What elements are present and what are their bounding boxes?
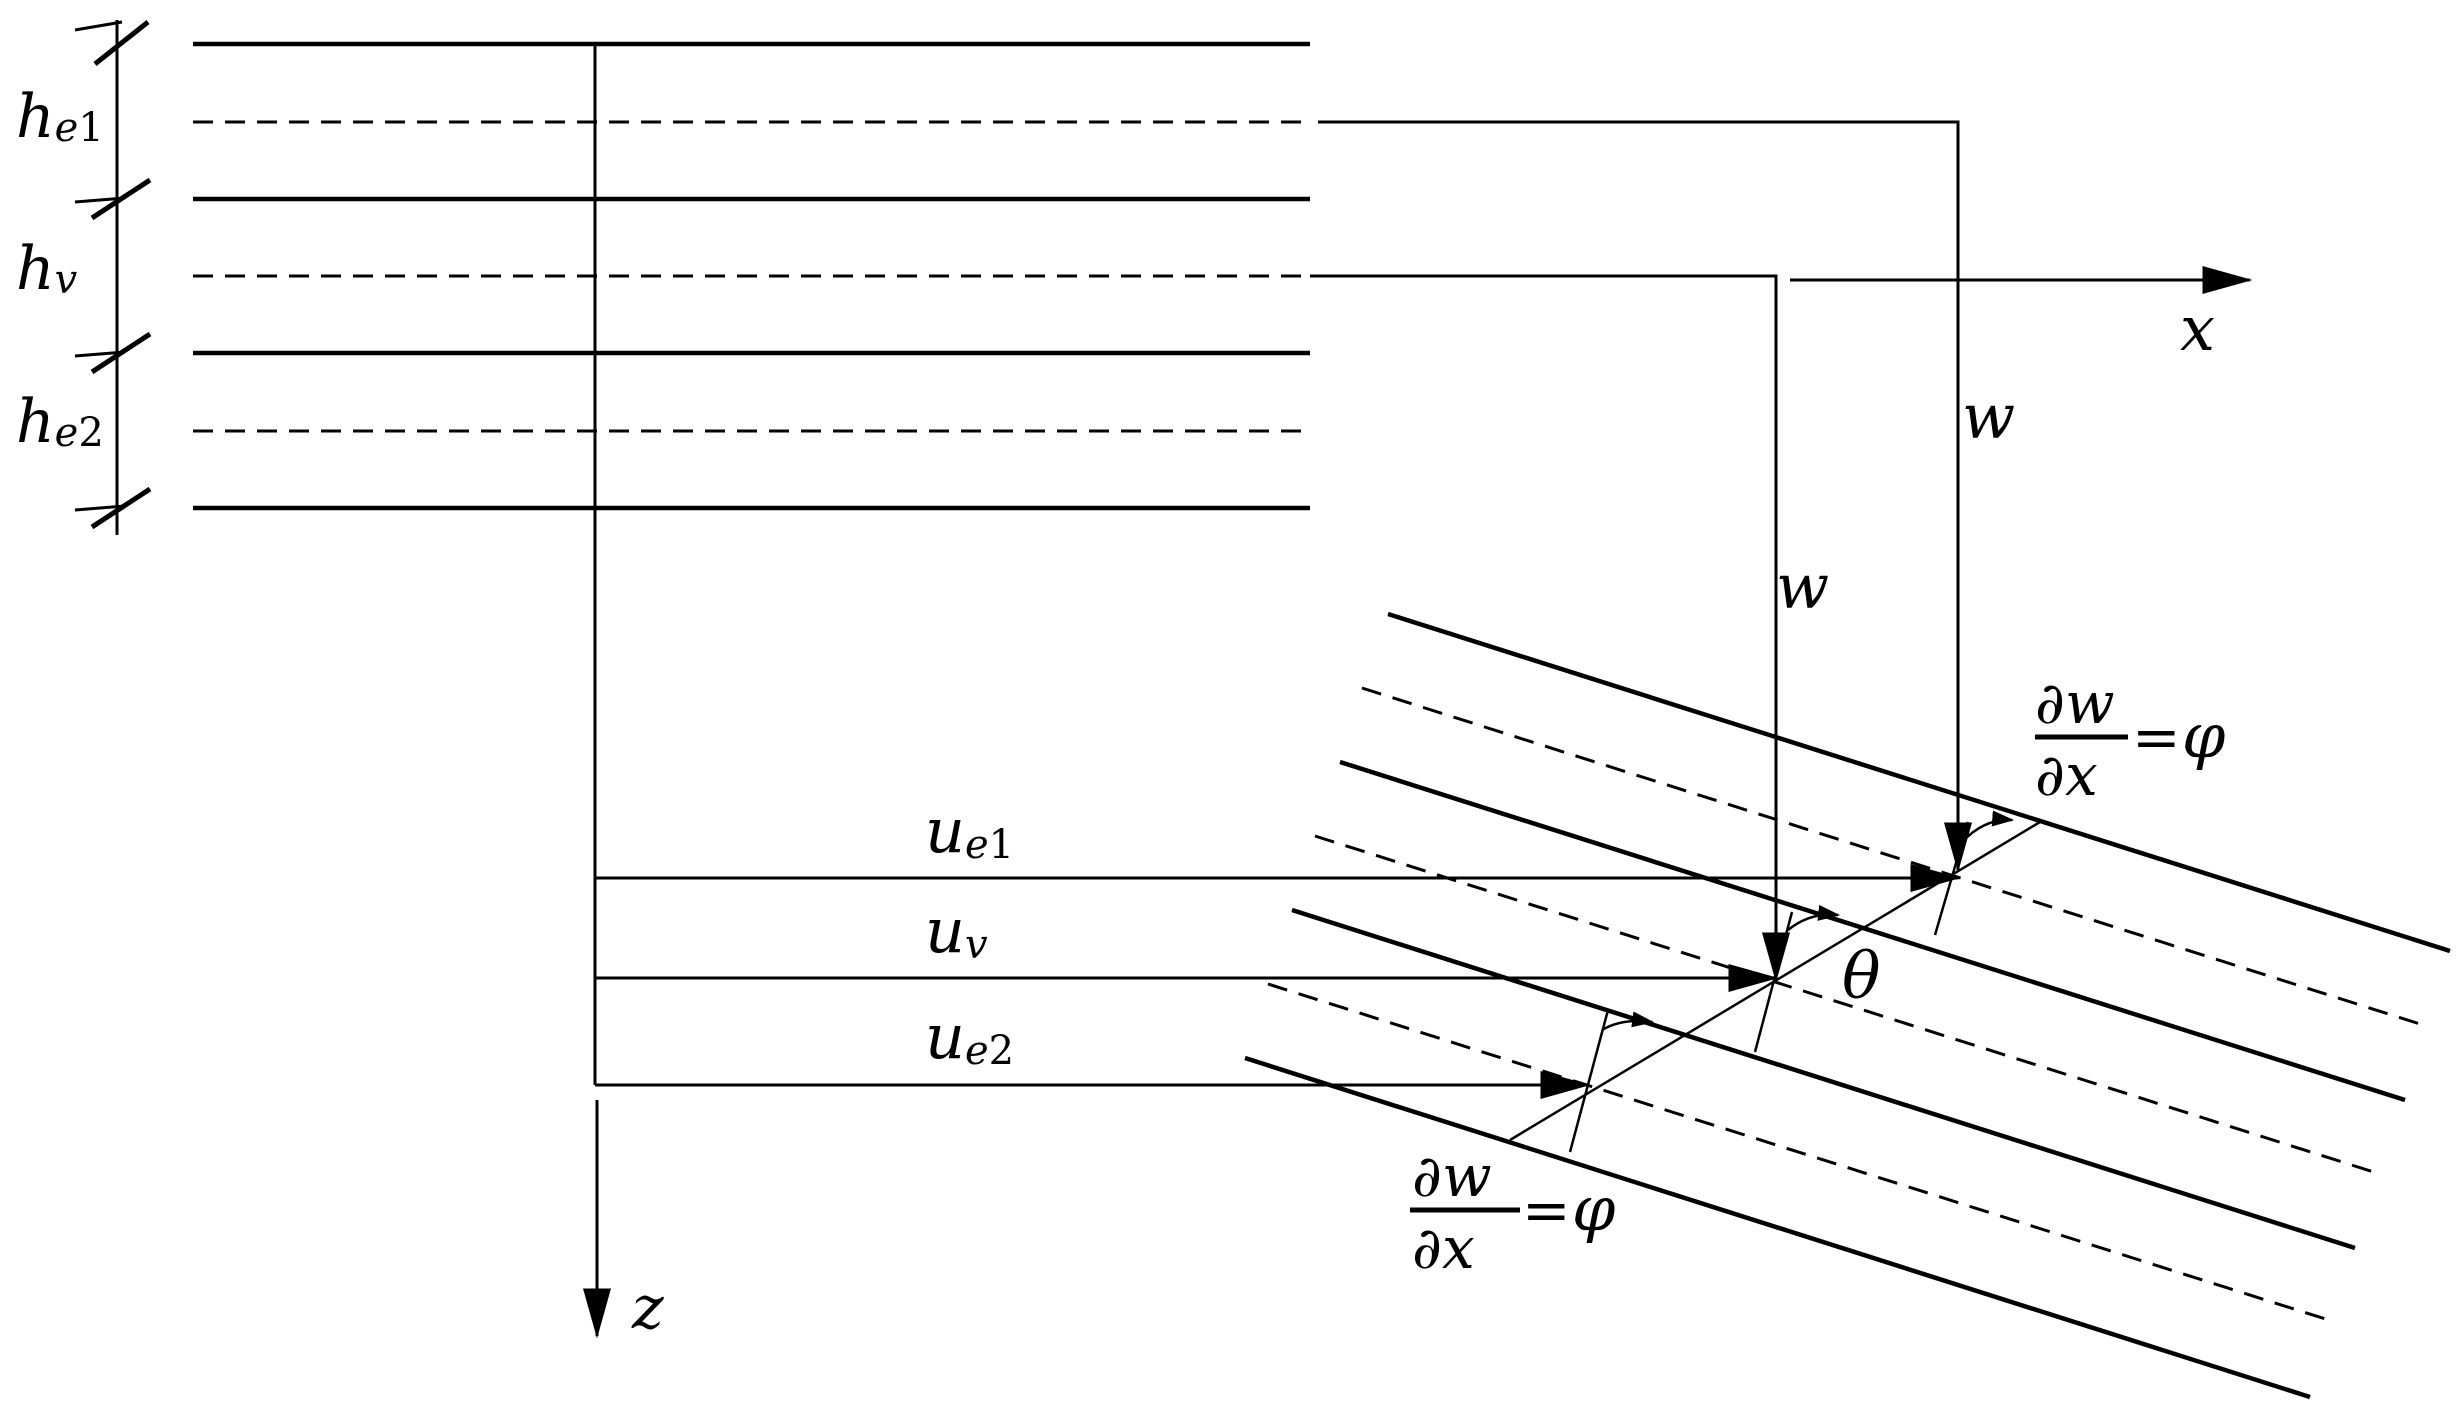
slope-rhs-bottom: φ [1572, 1172, 1616, 1245]
deformed-bottom-face [1244, 1055, 2311, 1400]
slope-relation-top: ∂w ∂x = φ [2035, 669, 2226, 809]
thickness-label-hv: hv [16, 234, 78, 304]
deformed-e1-midline [1361, 686, 2421, 1026]
undeformed-beam [193, 41, 1310, 511]
tick-slash-2 [90, 177, 152, 221]
tick-3 [74, 350, 126, 358]
displacement-arrows [595, 864, 1961, 1099]
slope-equals-top: = [2132, 703, 2181, 771]
thickness-label-he1: he1 [16, 82, 104, 152]
rotation-arcs [1601, 810, 2015, 1032]
rotation-arc-e2 [1601, 1011, 1655, 1032]
deformed-beam [1244, 611, 2451, 1400]
deflection-leaders [1310, 120, 1972, 983]
slope-numerator-bottom: ∂w [1412, 1142, 1492, 1210]
deformed-e2-midline [1267, 982, 2336, 1324]
deformed-v-midline [1314, 834, 2381, 1176]
tick-4 [74, 504, 126, 512]
slope-numerator-top: ∂w [2035, 669, 2115, 737]
displacement-label-ue1: ue1 [925, 794, 1014, 868]
deflection-label-w-left: w [1776, 550, 1829, 623]
tick-slash-1 [93, 20, 150, 66]
tick-top [74, 20, 123, 32]
deformed-interface-e1-v [1339, 759, 2406, 1103]
deformed-top-face [1387, 611, 2451, 954]
tick-slash-3 [90, 331, 152, 375]
slope-denominator-top: ∂x [2035, 741, 2098, 809]
deformed-interface-v-e2 [1291, 907, 2356, 1251]
thickness-dimension [74, 20, 152, 535]
deflection-label-w-right: w [1962, 380, 2015, 453]
rotation-arc-v [1787, 904, 1841, 931]
w-leader-v [1310, 274, 1790, 983]
displacement-label-ue2: ue2 [925, 1000, 1014, 1074]
x-axis-label: x [2180, 292, 2215, 365]
z-axis-label: z [631, 1273, 664, 1343]
shear-angle-label: θ [1842, 940, 1881, 1014]
slope-rhs-top: φ [2182, 699, 2226, 772]
displacement-label-uv: uv [925, 894, 988, 968]
w-leader-e1 [1318, 120, 1972, 873]
thickness-label-he2: he2 [16, 387, 104, 457]
slope-equals-bottom: = [1522, 1176, 1571, 1244]
slope-denominator-bottom: ∂x [1412, 1214, 1475, 1282]
rotated-section-v [1753, 911, 1794, 1053]
slope-relation-bottom: ∂w ∂x = φ [1410, 1142, 1616, 1282]
rotation-arc-e1 [1961, 810, 2015, 843]
tick-2 [74, 196, 126, 204]
tick-slash-4 [90, 486, 152, 530]
